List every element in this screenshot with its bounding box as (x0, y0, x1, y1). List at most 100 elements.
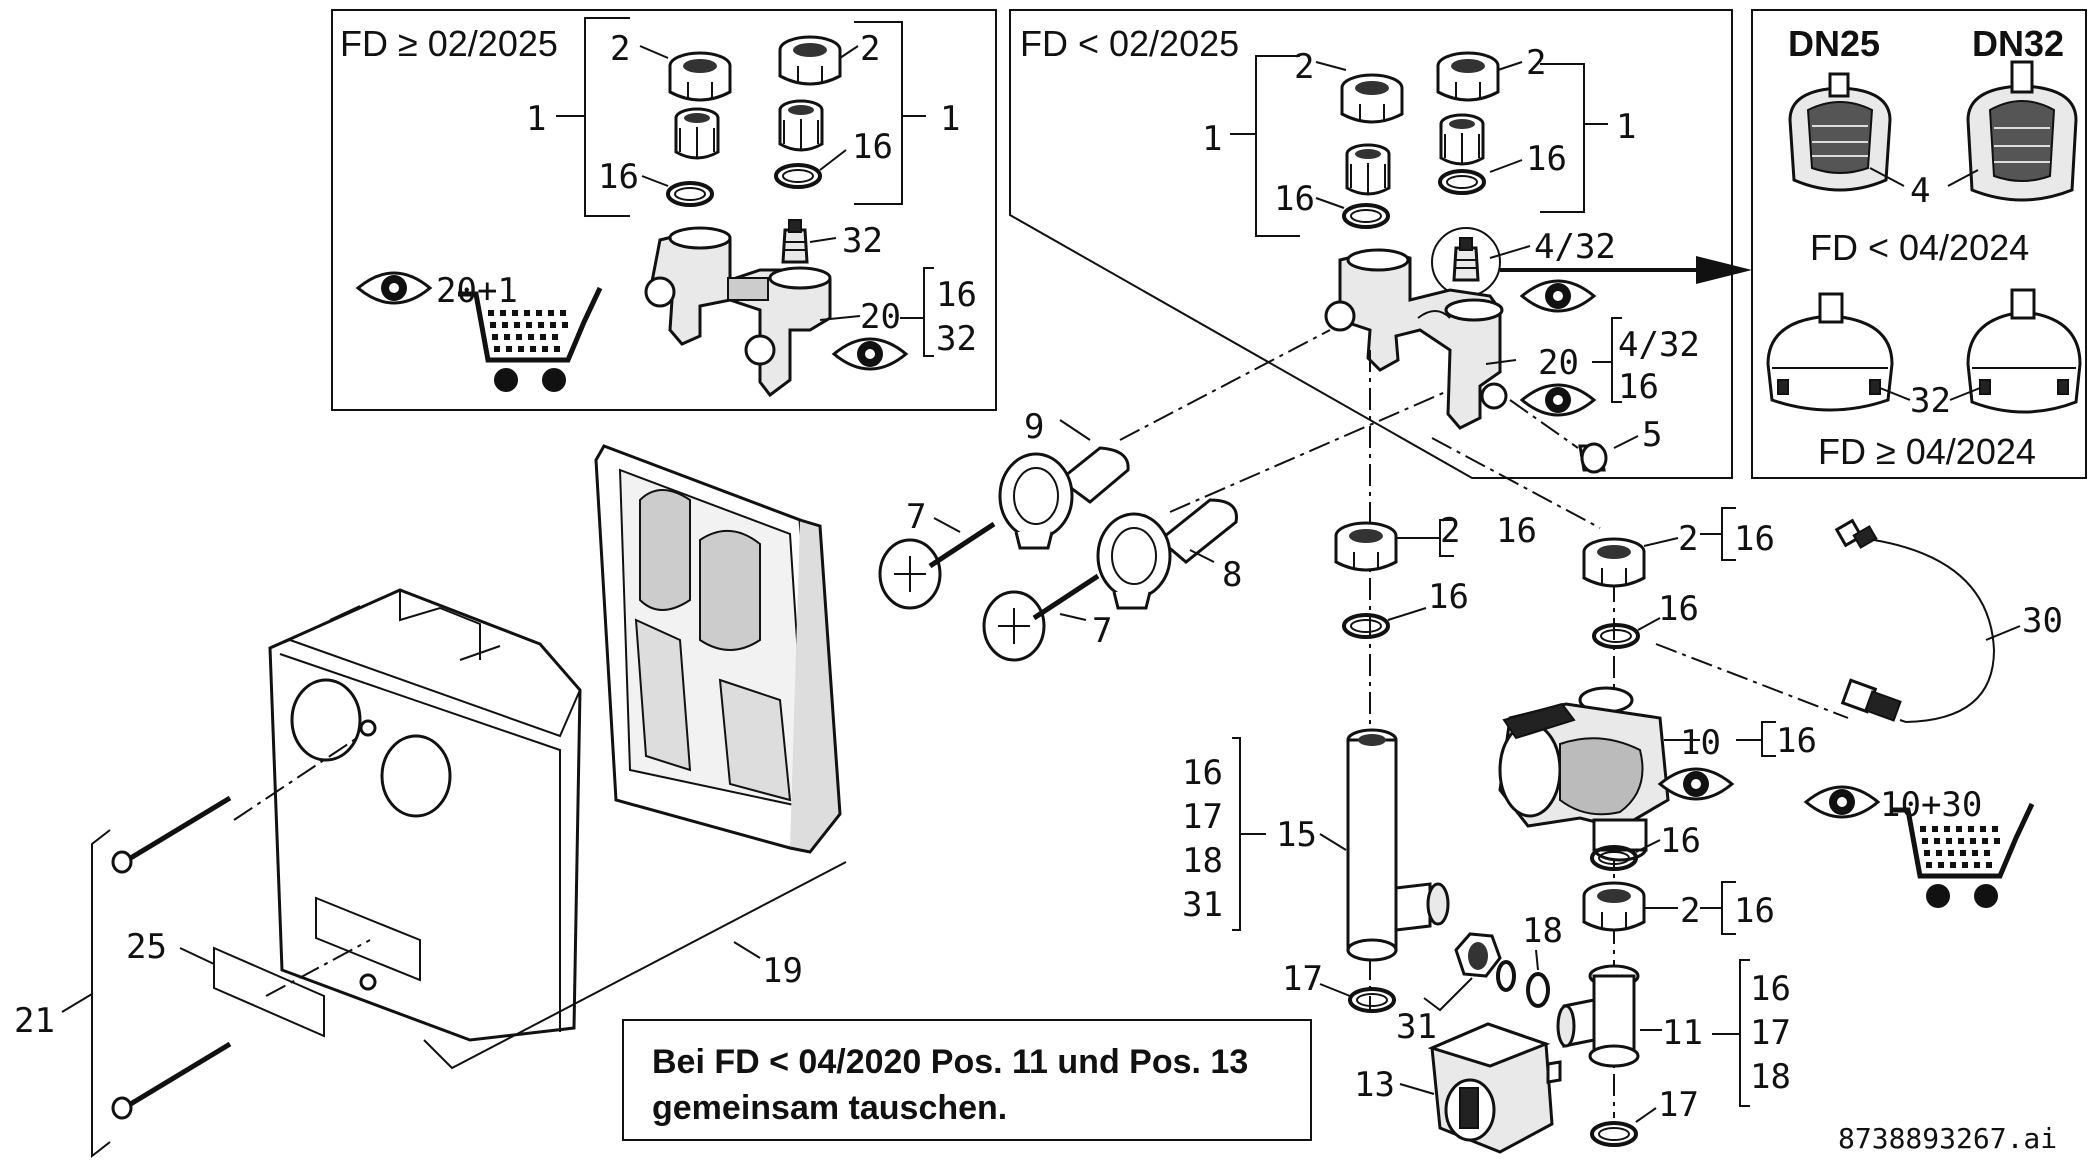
valve-assembly-old (1324, 248, 1508, 430)
callout-32: 32 (842, 221, 883, 261)
arrow-icon (1696, 256, 1752, 284)
callout-4: 4 (1910, 171, 1930, 211)
callout-16-left: 16 (598, 157, 639, 197)
note-line-1: Bei FD < 04/2020 Pos. 11 und Pos. 13 (652, 1043, 1249, 1081)
pipe-15 (1346, 728, 1450, 962)
cable-30 (1834, 518, 1996, 723)
callout-7-top: 7 (906, 497, 926, 537)
callout-16-bracket: 16 (936, 275, 977, 315)
callout-16-ring-col: 16 (1428, 577, 1469, 617)
eye-icon (1658, 767, 1734, 801)
eye-icon (832, 337, 908, 371)
eye-quantity-right: 10+30 (1880, 785, 1982, 825)
pump-10 (1498, 686, 1670, 862)
callout-16-ring-right: 16 (1658, 589, 1699, 629)
callout-16-pump: 16 (1776, 721, 1817, 761)
panel-fd-old-header: FD < 02/2025 (1020, 23, 1239, 64)
callout-2-left-mid: 2 (1294, 47, 1314, 87)
callout-16-col: 16 (1496, 511, 1537, 551)
note-line-2: gemeinsam tauschen. (652, 1089, 1008, 1127)
fd-before-2024-label: FD < 04/2024 (1810, 227, 2029, 268)
callout-11: 11 (1662, 1013, 1703, 1053)
callout-1-right-mid: 1 (1616, 107, 1636, 147)
screw-top (111, 795, 232, 874)
callout-32-bracket: 32 (936, 319, 977, 359)
callout-1-right: 1 (940, 99, 960, 139)
insulation-back-shell (594, 444, 842, 854)
replacement-note-box: Bei FD < 04/2020 Pos. 11 und Pos. 13 gem… (622, 1019, 1312, 1141)
callout-1-left: 1 (526, 99, 546, 139)
insulation-front-shell (268, 588, 582, 1042)
insert-dn32-old (1966, 60, 2078, 202)
nut-31 (1454, 932, 1502, 978)
callout-16-stack-11: 16 (1750, 969, 1791, 1009)
tube-9 (998, 446, 1130, 550)
key-7-top (878, 521, 996, 610)
callout-31-stack-15: 31 (1182, 885, 1223, 925)
callout-17-stack-11: 17 (1750, 1013, 1791, 1053)
insert-dn25-new (1766, 292, 1894, 412)
screw-bottom (111, 1041, 232, 1120)
callout-2-right-col: 2 (1678, 519, 1698, 559)
eye-icon (356, 271, 432, 305)
callout-4-32-bracket: 4/32 (1618, 325, 1700, 365)
callout-16-stack-15: 16 (1182, 753, 1223, 793)
callout-1-left-mid: 1 (1202, 119, 1222, 159)
eye-icon (1520, 383, 1596, 417)
callout-16-right: 16 (852, 127, 893, 167)
callout-25: 25 (126, 927, 167, 967)
actuator-13 (1427, 1022, 1562, 1154)
panel-fd-new-header: FD ≥ 02/2025 (340, 23, 558, 64)
callout-16-ring-pump: 16 (1660, 821, 1701, 861)
callout-10: 10 (1680, 723, 1721, 763)
callout-5: 5 (1642, 415, 1662, 455)
key-7-bottom (982, 573, 1100, 662)
callout-17-col: 17 (1282, 959, 1323, 999)
callout-31: 31 (1396, 1007, 1437, 1047)
plug-5 (1578, 442, 1608, 474)
callout-20: 20 (860, 297, 901, 337)
tube-8 (1096, 498, 1238, 610)
callout-17-lower: 17 (1658, 1085, 1699, 1125)
callout-2-left: 2 (610, 29, 630, 69)
insert-dn25-old (1788, 72, 1892, 192)
callout-16-bracket-mid: 16 (1618, 367, 1659, 407)
callout-19: 19 (762, 951, 803, 991)
valve-assembly-new (644, 226, 832, 398)
callout-16-left-mid: 16 (1274, 179, 1315, 219)
insert-dn32-new (1966, 288, 2082, 414)
callout-4-32: 4/32 (1534, 227, 1616, 267)
callout-2-lower: 2 (1680, 891, 1700, 931)
panel-dn (1751, 9, 2087, 479)
callout-9: 9 (1024, 407, 1044, 447)
callout-2-right: 2 (860, 29, 880, 69)
dn25-header: DN25 (1788, 23, 1880, 64)
callout-8: 8 (1222, 555, 1242, 595)
callout-32-dn: 32 (1910, 381, 1951, 421)
callout-15: 15 (1276, 815, 1317, 855)
shopping-cart-icon (458, 288, 600, 392)
fd-after-2024-label: FD ≥ 04/2024 (1818, 431, 2036, 472)
callout-13: 13 (1354, 1065, 1395, 1105)
callout-18: 18 (1522, 911, 1563, 951)
callout-17-stack-15: 17 (1182, 797, 1223, 837)
dn32-header: DN32 (1972, 23, 2064, 64)
callout-20-mid: 20 (1538, 343, 1579, 383)
eye-icon (1520, 279, 1596, 313)
callout-18-stack-11: 18 (1750, 1057, 1791, 1097)
panel-fd-old (1009, 9, 1733, 479)
figure-number: 8738893267.ai (1838, 1122, 2057, 1155)
callout-2-col: 2 (1440, 511, 1460, 551)
callout-30: 30 (2022, 601, 2063, 641)
callout-7-bottom: 7 (1092, 611, 1112, 651)
callout-16-lower: 16 (1734, 891, 1775, 931)
tee-11 (1556, 964, 1640, 1068)
eye-icon (1804, 785, 1880, 819)
callout-2-right-mid: 2 (1526, 43, 1546, 83)
callout-18-stack-15: 18 (1182, 841, 1223, 881)
label-plate-25 (213, 946, 325, 1038)
callout-21: 21 (14, 1001, 55, 1041)
callout-16-right-mid: 16 (1526, 139, 1567, 179)
panel-fd-new (331, 9, 997, 411)
